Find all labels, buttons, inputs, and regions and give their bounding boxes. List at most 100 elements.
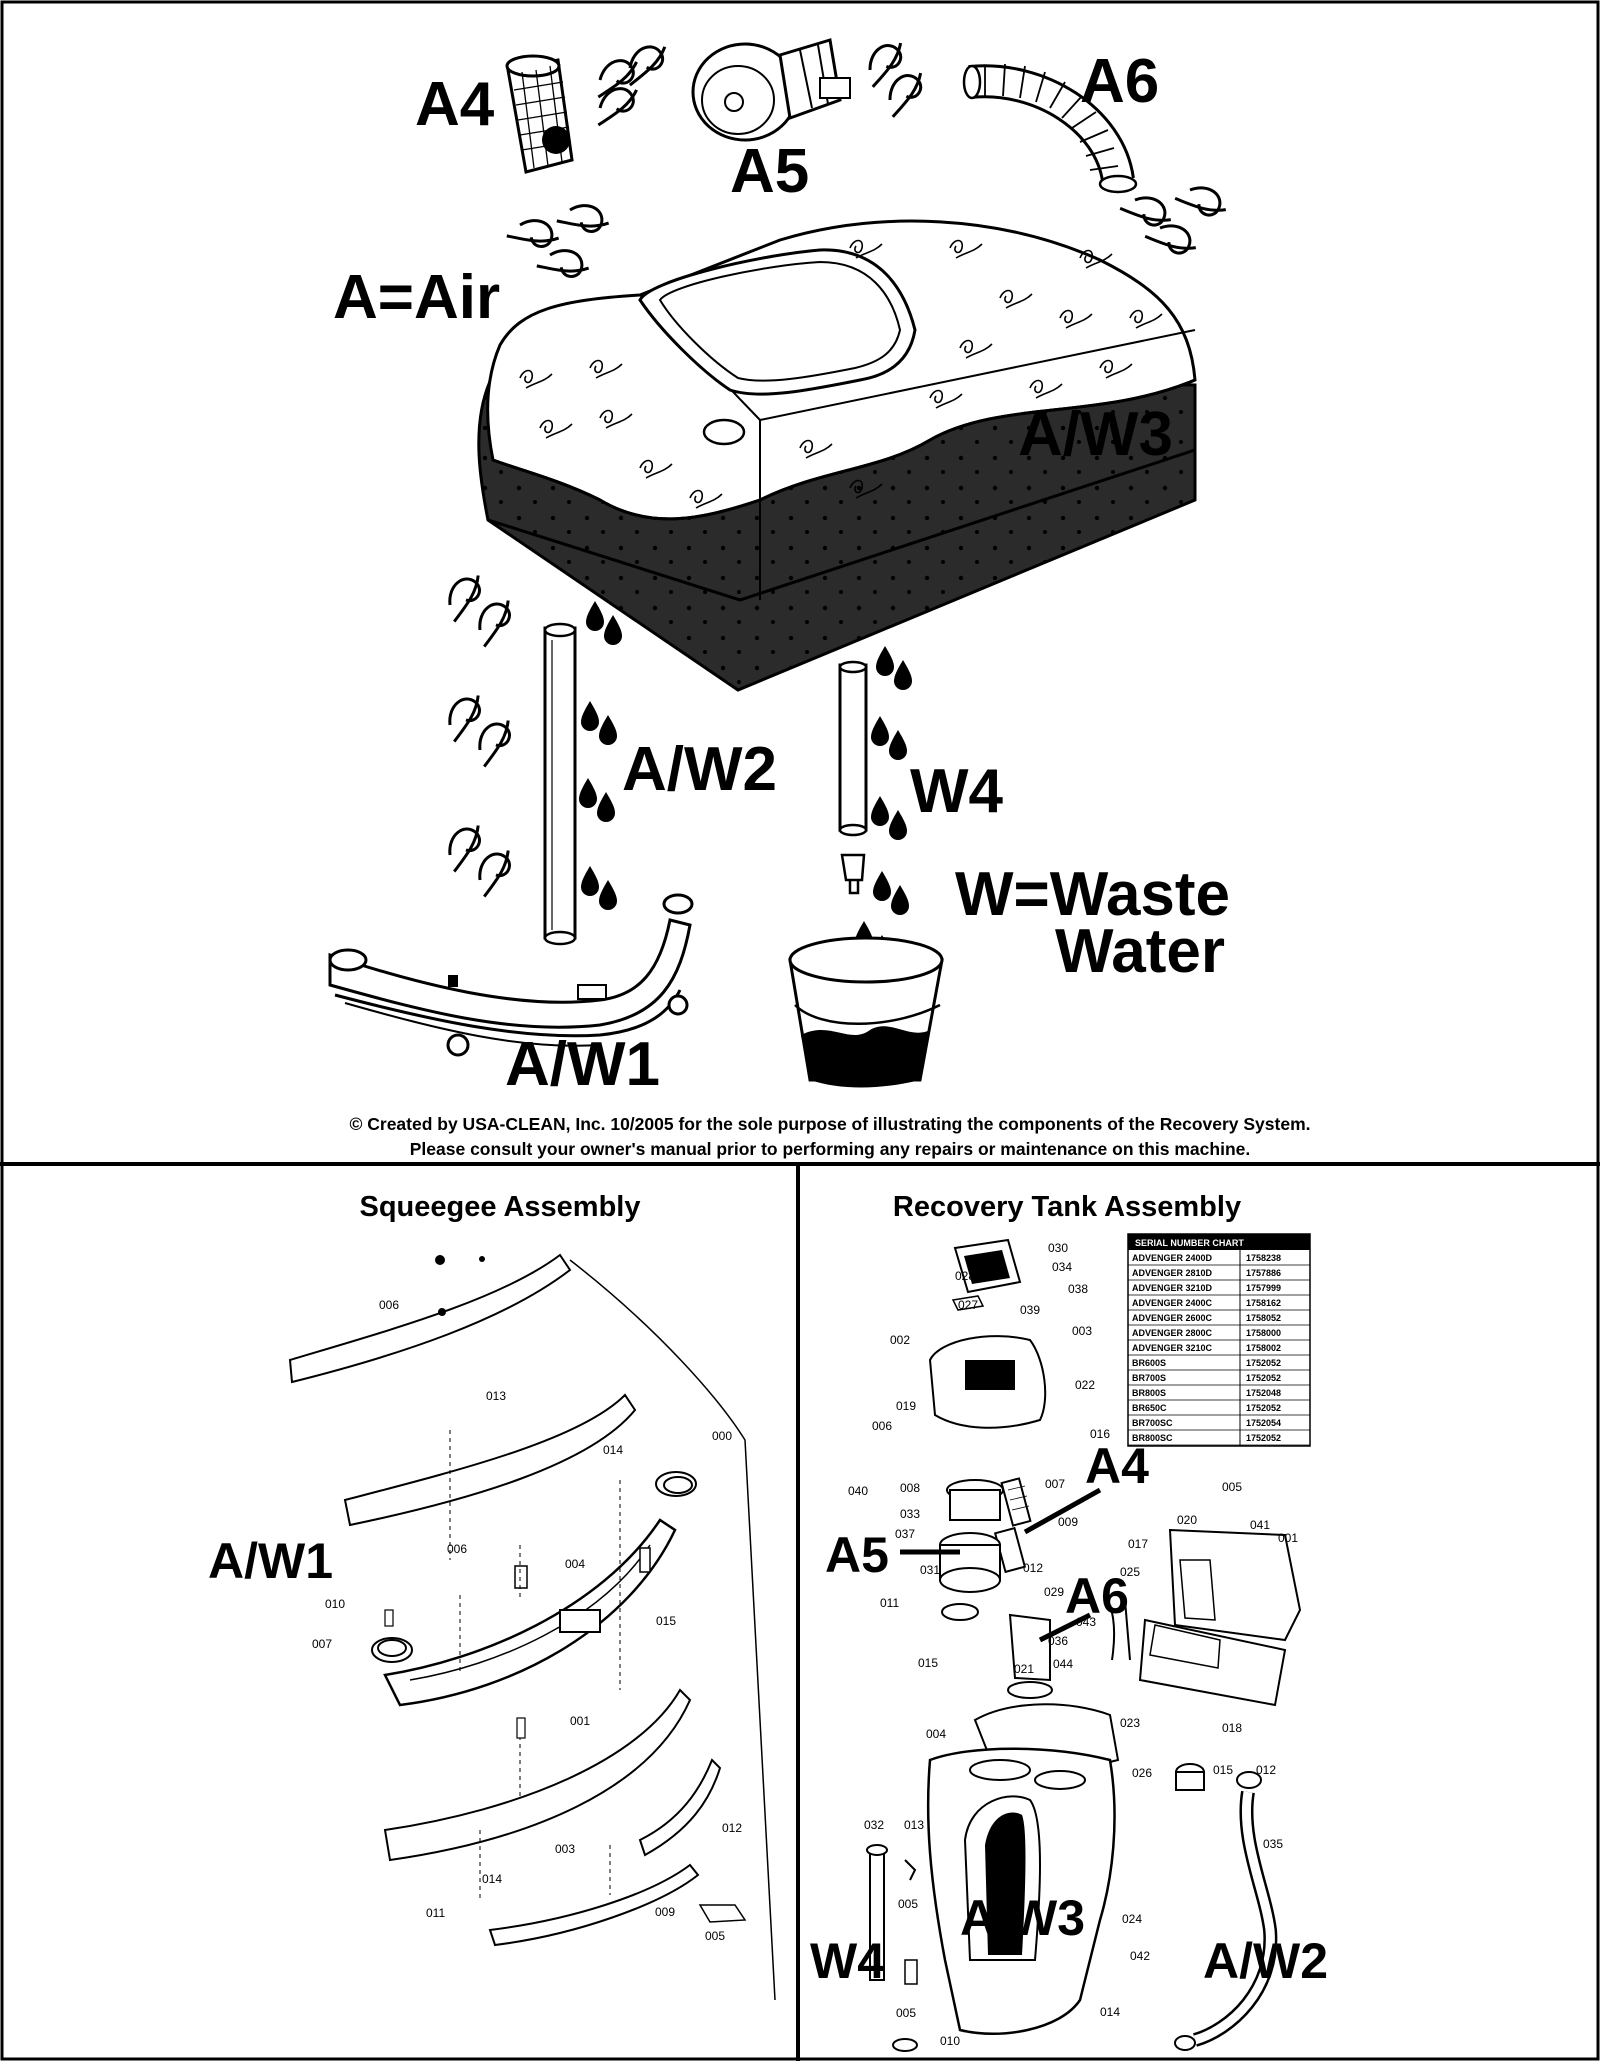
svg-text:043: 043 — [1076, 1615, 1096, 1629]
label-a4: A4 — [415, 70, 495, 139]
waste-water-bucket-image — [788, 936, 944, 1088]
svg-text:001: 001 — [1278, 1531, 1298, 1545]
svg-text:003: 003 — [1072, 1324, 1092, 1338]
recovery-label-a6: A6 — [1065, 1568, 1129, 1624]
vacuum-hose-image — [962, 63, 1138, 194]
svg-text:013: 013 — [486, 1389, 506, 1403]
svg-text:006: 006 — [447, 1542, 467, 1556]
squeegee-tool-image — [328, 893, 694, 1057]
svg-text:005: 005 — [896, 2006, 916, 2020]
svg-text:023: 023 — [1120, 1716, 1140, 1730]
serial-chart-model: BR650C — [1132, 1403, 1167, 1413]
svg-text:022: 022 — [1075, 1378, 1095, 1392]
svg-text:005: 005 — [705, 1929, 725, 1943]
svg-text:031: 031 — [920, 1563, 940, 1577]
recovery-label-a5: A5 — [825, 1527, 889, 1583]
squeegee-part-numbers: 006 013 014 000 006 004 015 010 007 001 … — [312, 1298, 742, 1943]
label-w4: W4 — [910, 757, 1004, 826]
label-a6: A6 — [1080, 47, 1159, 116]
squeegee-hose-tube-image — [543, 622, 577, 946]
svg-text:012: 012 — [935, 2059, 955, 2061]
svg-text:012: 012 — [722, 1821, 742, 1835]
svg-text:006: 006 — [379, 1298, 399, 1312]
svg-text:036: 036 — [1048, 1634, 1068, 1648]
svg-text:015: 015 — [918, 1656, 938, 1670]
svg-text:007: 007 — [1045, 1477, 1065, 1491]
label-a5: A5 — [730, 137, 809, 206]
svg-text:014: 014 — [482, 1872, 502, 1886]
drain-hose-image — [838, 660, 868, 895]
svg-text:003: 003 — [555, 1842, 575, 1856]
svg-text:032: 032 — [864, 1818, 884, 1832]
svg-text:035: 035 — [1263, 1837, 1283, 1851]
copyright-notice: © Created by USA-CLEAN, Inc. 10/2005 for… — [349, 1114, 1310, 1134]
svg-text:014: 014 — [603, 1443, 623, 1457]
serial-chart-number: 1752052 — [1246, 1403, 1281, 1413]
serial-chart-model: BR600S — [1132, 1358, 1166, 1368]
serial-chart-model: ADVENGER 2400C — [1132, 1298, 1213, 1308]
serial-chart-number: 1758000 — [1246, 1328, 1281, 1338]
svg-text:004: 004 — [926, 1727, 946, 1741]
label-air: A=Air — [333, 263, 500, 332]
svg-text:007: 007 — [312, 1637, 332, 1651]
maintenance-notice: Please consult your owner's manual prior… — [410, 1139, 1250, 1159]
svg-text:017: 017 — [1128, 1537, 1148, 1551]
svg-text:012: 012 — [1023, 1561, 1043, 1575]
svg-text:029: 029 — [1044, 1585, 1064, 1599]
svg-text:040: 040 — [848, 1484, 868, 1498]
label-aw2: A/W2 — [622, 735, 777, 804]
svg-text:033: 033 — [900, 1507, 920, 1521]
squeegee-label-aw1: A/W1 — [208, 1533, 333, 1589]
serial-chart-number: 1752048 — [1246, 1388, 1281, 1398]
label-aw1: A/W1 — [505, 1030, 660, 1099]
svg-text:039: 039 — [1020, 1303, 1040, 1317]
svg-text:037: 037 — [895, 1527, 915, 1541]
recovery-label-w4: W4 — [810, 1933, 885, 1989]
recovery-label-aw3: A/W3 — [960, 1890, 1085, 1946]
svg-text:042: 042 — [1130, 1949, 1150, 1963]
serial-chart-number: 1757886 — [1246, 1268, 1281, 1278]
serial-chart-number: 1758162 — [1246, 1298, 1281, 1308]
svg-text:005: 005 — [1222, 1480, 1242, 1494]
svg-text:009: 009 — [655, 1905, 675, 1919]
svg-text:027: 027 — [958, 1298, 978, 1312]
svg-text:001: 001 — [570, 1714, 590, 1728]
label-aw3: A/W3 — [1018, 400, 1173, 469]
recovery-part-numbers: 030 034 028 038 027 039 002 003 022 019 … — [848, 1241, 1298, 2061]
serial-chart-model: BR800SC — [1132, 1433, 1173, 1443]
svg-text:041: 041 — [1250, 1518, 1270, 1532]
serial-chart-number: 1752054 — [1246, 1418, 1281, 1428]
serial-chart-number: 1752052 — [1246, 1433, 1281, 1443]
svg-text:034: 034 — [1052, 1260, 1072, 1274]
svg-text:021: 021 — [1014, 1662, 1034, 1676]
serial-chart-model: ADVENGER 3210D — [1132, 1283, 1213, 1293]
svg-text:016: 016 — [1090, 1427, 1110, 1441]
serial-chart-number: 1758002 — [1246, 1343, 1281, 1353]
serial-chart-number: 1758052 — [1246, 1313, 1281, 1323]
serial-chart-number: 1752052 — [1246, 1373, 1281, 1383]
recovery-tank-assembly-title: Recovery Tank Assembly — [893, 1191, 1241, 1223]
serial-chart-number: 1757999 — [1246, 1283, 1281, 1293]
serial-chart-model: ADVENGER 2800C — [1132, 1328, 1213, 1338]
recovery-tank-assembly-panel: Recovery Tank Assembly SERIAL NUMBER CHA… — [810, 1191, 1328, 2061]
svg-text:004: 004 — [565, 1557, 585, 1571]
svg-text:015: 015 — [656, 1614, 676, 1628]
svg-text:011: 011 — [426, 1906, 445, 1920]
svg-text:038: 038 — [1068, 1282, 1088, 1296]
svg-text:010: 010 — [940, 2034, 960, 2048]
svg-text:018: 018 — [1222, 1721, 1242, 1735]
svg-text:044: 044 — [1053, 1657, 1073, 1671]
serial-chart-model: ADVENGER 2810D — [1132, 1268, 1213, 1278]
recovery-tank-image — [477, 219, 1197, 692]
serial-chart-model: BR700SC — [1132, 1418, 1173, 1428]
svg-text:024: 024 — [1122, 1912, 1142, 1926]
svg-text:002: 002 — [890, 1333, 910, 1347]
top-recovery-illustration: A4 A5 A6 A=Air A/W3 A/W2 W4 W=Waste Wate… — [328, 36, 1311, 1159]
vacuum-filter-basket-image — [505, 54, 574, 174]
svg-text:030: 030 — [1048, 1241, 1068, 1255]
svg-text:008: 008 — [900, 1481, 920, 1495]
svg-text:025: 025 — [1120, 1565, 1140, 1579]
